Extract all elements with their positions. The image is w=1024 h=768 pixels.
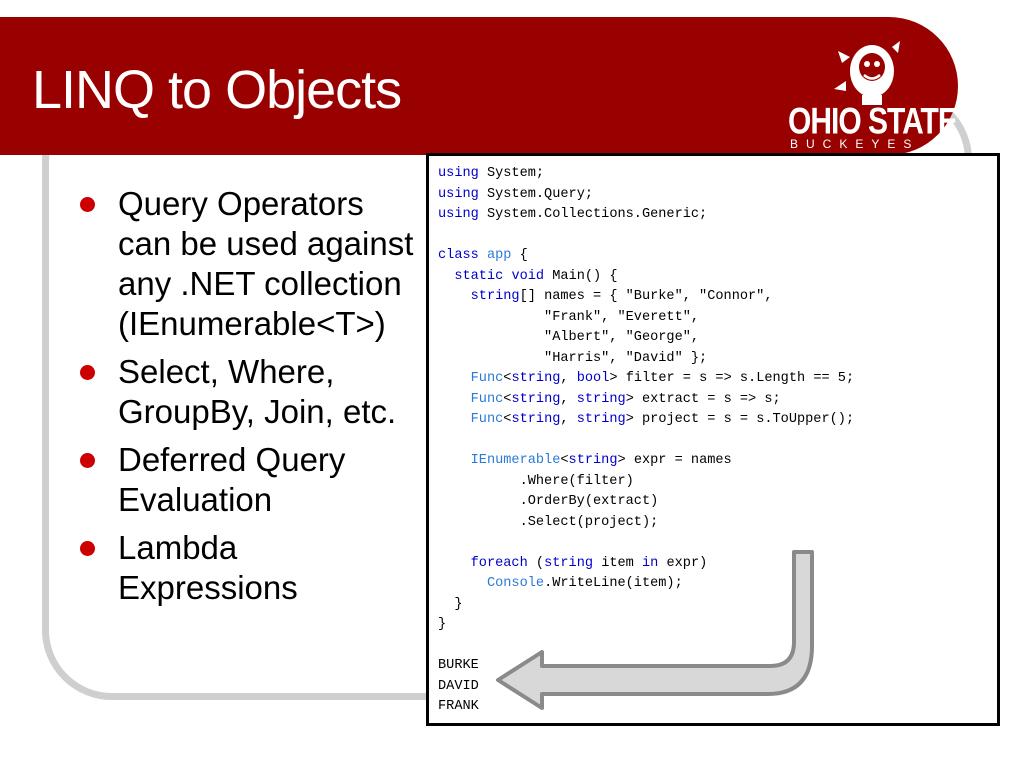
slide-title: LINQ to Objects (32, 60, 402, 120)
logo-trademark: TM (940, 141, 951, 148)
logo-subtitle: BUCKEYES (790, 137, 920, 151)
bullet-item: Select, Where, GroupBy, Join, etc. (80, 352, 425, 432)
code-line: Func<string, string> project = s = s.ToU… (470, 412, 855, 427)
bullet-text: Query Operators can be used against any … (118, 185, 414, 342)
output-line: FRANK (438, 699, 479, 714)
code-line: foreach (string item in expr) (470, 555, 708, 571)
bullet-item: Lambda Expressions (80, 528, 425, 608)
bullet-text: Deferred Query Evaluation (118, 441, 346, 518)
brutus-mascot-icon (834, 41, 900, 105)
code-line: using System; (438, 166, 545, 181)
logo-wordmark: OHIO STATE (788, 101, 958, 143)
output-arrow-icon (496, 550, 814, 710)
code-line: class app { (438, 248, 528, 263)
code-line: } (438, 617, 447, 632)
code-line: using System.Collections.Generic; (438, 207, 708, 222)
code-line: using System.Query; (438, 186, 594, 202)
bullet-text: Select, Where, GroupBy, Join, etc. (118, 353, 397, 430)
bullet-dot-icon (80, 365, 95, 380)
code-line: } (438, 596, 463, 612)
output-line: BURKE (438, 658, 479, 673)
bullet-dot-icon (80, 541, 95, 556)
code-line: "Harris", "David" }; (438, 350, 708, 366)
code-line: IEnumerable<string> expr = names (470, 453, 732, 468)
code-line: .OrderBy(extract) (438, 494, 659, 509)
code-line: static void Main() { (454, 268, 618, 284)
code-line: .Where(filter) (438, 473, 634, 489)
bullet-item: Deferred Query Evaluation (80, 440, 425, 520)
ohio-state-logo: OHIO STATE BUCKEYES TM (780, 37, 960, 165)
code-line: "Albert", "George", (438, 330, 700, 345)
code-line: "Frank", "Everett", (438, 309, 700, 325)
code-line: Console.WriteLine(item); (486, 576, 683, 591)
bullet-dot-icon (80, 453, 95, 468)
output-line: DAVID (438, 678, 479, 694)
bullet-item: Query Operators can be used against any … (80, 184, 425, 344)
code-line: string[] names = { "Burke", "Connor", (470, 289, 773, 304)
code-listing: using System; using System.Query; using … (438, 164, 997, 718)
code-line: .Select(project); (438, 514, 659, 530)
bullet-list: Query Operators can be used against any … (80, 184, 425, 616)
title-bar: LINQ to Objects OHIO STATE BUCKEYES TM (0, 17, 958, 155)
bullet-dot-icon (80, 197, 95, 212)
code-line: Func<string, bool> filter = s => s.Lengt… (470, 371, 855, 386)
code-line: Func<string, string> extract = s => s; (470, 391, 781, 407)
code-panel: using System; using System.Query; using … (426, 153, 1000, 726)
bullet-text: Lambda Expressions (118, 529, 298, 606)
